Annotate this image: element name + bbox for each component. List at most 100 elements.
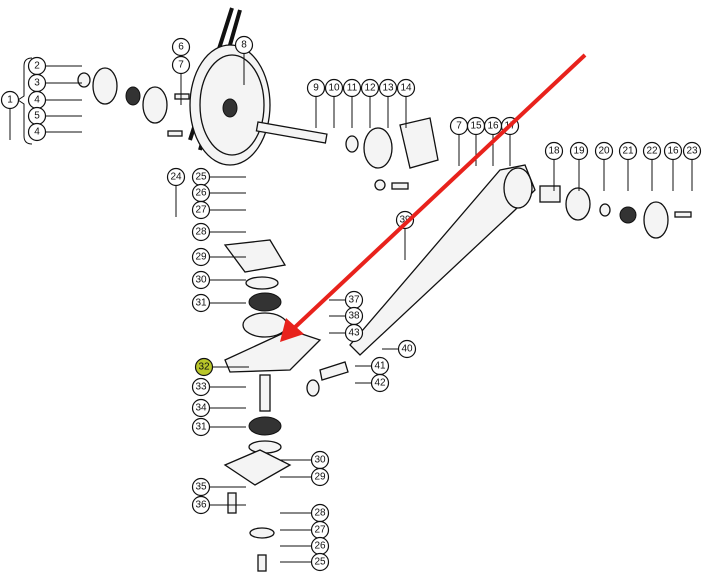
callout-circle bbox=[27, 122, 47, 142]
callout-43: 43 bbox=[329, 323, 364, 343]
callout-circle bbox=[191, 200, 211, 220]
callout-number: 11 bbox=[347, 83, 358, 94]
callout-circle bbox=[306, 78, 326, 98]
v-belt-pulley bbox=[188, 7, 271, 166]
callout-number: 5 bbox=[34, 111, 40, 122]
callout-33: 33 bbox=[191, 377, 246, 397]
callout-5: 5 bbox=[27, 106, 82, 126]
callout-28: 28 bbox=[280, 503, 330, 523]
callout-number: 14 bbox=[400, 83, 412, 94]
callout-circle bbox=[618, 141, 638, 161]
callout-number: 22 bbox=[646, 146, 658, 157]
callout-circle bbox=[191, 417, 211, 437]
callout-circle bbox=[191, 377, 211, 397]
callout-number: 26 bbox=[195, 188, 207, 199]
callout-number: 25 bbox=[195, 172, 207, 183]
callout-number: 43 bbox=[348, 328, 360, 339]
callout-13: 13 bbox=[378, 78, 398, 128]
callout-29: 29 bbox=[280, 467, 330, 487]
callout-19: 19 bbox=[569, 141, 589, 191]
callout-42: 42 bbox=[355, 373, 390, 393]
arm-bearing-parts bbox=[349, 164, 692, 356]
center-stack-parts bbox=[223, 239, 349, 572]
callout-number: 7 bbox=[456, 121, 462, 132]
callout-number: 27 bbox=[314, 525, 326, 536]
callout-number: 9 bbox=[313, 83, 319, 94]
callout-number: 24 bbox=[170, 172, 182, 183]
callout-number: 10 bbox=[328, 83, 340, 94]
callout-number: 16 bbox=[487, 121, 499, 132]
callout-number: 31 bbox=[195, 298, 207, 309]
callout-20: 20 bbox=[594, 141, 614, 191]
callout-9: 9 bbox=[306, 78, 326, 128]
callout-circle bbox=[360, 78, 380, 98]
callout-number: 32 bbox=[198, 362, 210, 373]
callout-circle bbox=[310, 552, 330, 572]
callout-circle bbox=[234, 35, 254, 55]
callout-35: 35 bbox=[191, 477, 246, 497]
callout-circle bbox=[370, 373, 390, 393]
callout-circle bbox=[594, 141, 614, 161]
callout-30: 30 bbox=[191, 270, 246, 290]
callout-number: 28 bbox=[195, 227, 207, 238]
callout-circle bbox=[682, 141, 702, 161]
callout-1: 1 bbox=[0, 90, 20, 140]
callout-circle bbox=[544, 141, 564, 161]
callout-31: 31 bbox=[191, 293, 246, 313]
callout-circle bbox=[378, 78, 398, 98]
callout-number: 37 bbox=[348, 295, 360, 306]
drive-shaft-parts bbox=[255, 117, 439, 191]
callout-23: 23 bbox=[682, 141, 702, 191]
callout-26: 26 bbox=[280, 536, 330, 556]
callout-8: 8 bbox=[234, 35, 254, 85]
callout-circle bbox=[342, 78, 362, 98]
callout-36: 36 bbox=[191, 495, 246, 515]
callout-circle bbox=[310, 467, 330, 487]
callout-number: 7 bbox=[178, 60, 184, 71]
callout-number: 39 bbox=[399, 215, 411, 226]
callout-circle bbox=[569, 141, 589, 161]
callout-circle bbox=[344, 323, 364, 343]
callout-27: 27 bbox=[280, 520, 330, 540]
callout-15: 15 bbox=[466, 116, 486, 166]
callout-29: 29 bbox=[191, 247, 246, 267]
red-pointer-arrow bbox=[280, 53, 587, 342]
callout-circle bbox=[191, 222, 211, 242]
callout-7: 7 bbox=[171, 55, 191, 105]
callout-number: 15 bbox=[470, 121, 482, 132]
callout-4: 4 bbox=[27, 90, 82, 110]
callout-number: 3 bbox=[34, 78, 40, 89]
callout-number: 13 bbox=[382, 83, 394, 94]
callout-38: 38 bbox=[329, 306, 364, 326]
callout-31: 31 bbox=[191, 417, 246, 437]
callout-circle bbox=[396, 78, 416, 98]
callout-number: 30 bbox=[195, 275, 207, 286]
callout-number: 12 bbox=[364, 83, 376, 94]
callout-circle bbox=[191, 495, 211, 515]
callout-circle bbox=[0, 90, 20, 110]
callout-24: 24 bbox=[166, 167, 186, 217]
callout-number: 23 bbox=[686, 146, 698, 157]
callout-number: 42 bbox=[374, 378, 386, 389]
callout-circle bbox=[191, 477, 211, 497]
callout-number: 8 bbox=[241, 40, 247, 51]
callout-number: 30 bbox=[314, 455, 326, 466]
callout-34: 34 bbox=[191, 398, 246, 418]
callout-2: 2 bbox=[27, 56, 82, 76]
callout-number: 1 bbox=[7, 95, 13, 106]
callout-3: 3 bbox=[27, 73, 82, 93]
callout-circle bbox=[171, 55, 191, 75]
callout-14: 14 bbox=[396, 78, 416, 128]
callout-18: 18 bbox=[544, 141, 564, 191]
hub-assembly-parts bbox=[77, 67, 190, 137]
callout-7: 7 bbox=[449, 116, 469, 166]
callout-number: 20 bbox=[598, 146, 610, 157]
callout-30: 30 bbox=[280, 450, 330, 470]
callout-circle bbox=[642, 141, 662, 161]
callout-12: 12 bbox=[360, 78, 380, 128]
callout-number: 33 bbox=[195, 382, 207, 393]
callout-number: 35 bbox=[195, 482, 207, 493]
callout-41: 41 bbox=[355, 356, 390, 376]
